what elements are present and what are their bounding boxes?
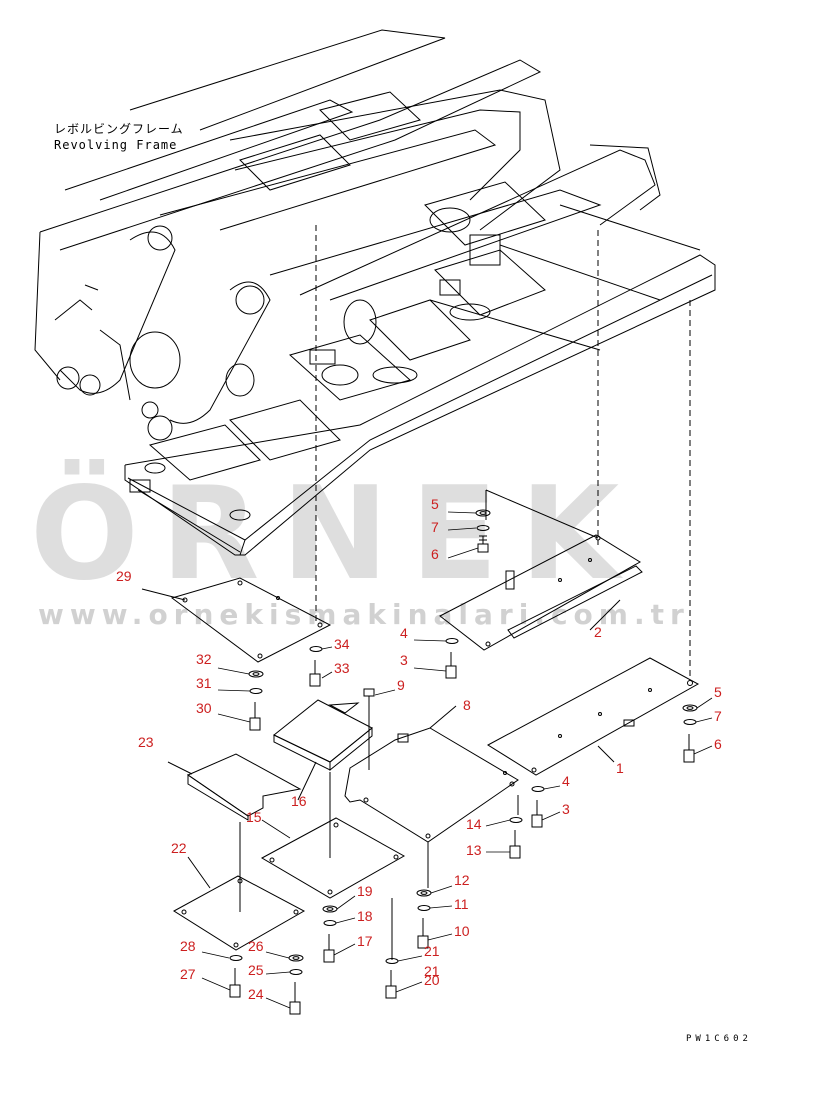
callout-29: 29 xyxy=(116,568,132,584)
callout-7: 7 xyxy=(714,708,722,724)
callout-5: 5 xyxy=(431,496,439,512)
watermark-url: www.ornekismakinalari.com.tr xyxy=(38,598,690,631)
block-16 xyxy=(273,699,373,801)
callout-2: 2 xyxy=(594,624,602,640)
callout-24: 24 xyxy=(248,986,264,1002)
guide-lines xyxy=(315,225,691,680)
callout-14: 14 xyxy=(466,816,482,832)
callout-22: 22 xyxy=(171,840,187,856)
callout-9: 9 xyxy=(397,677,405,693)
callout-12: 12 xyxy=(454,872,470,888)
callout-21: 21 xyxy=(424,963,440,979)
callout-4: 4 xyxy=(400,625,408,641)
callout-6: 6 xyxy=(431,546,439,562)
callout-33: 33 xyxy=(334,660,350,676)
frame-label-en: Revolving Frame xyxy=(54,138,178,152)
callout-20: 20 xyxy=(424,972,440,988)
callout-1: 1 xyxy=(616,760,624,776)
leader-lines xyxy=(201,511,713,1009)
callout-19: 19 xyxy=(357,883,373,899)
cover-2 xyxy=(439,489,643,651)
callout-26: 26 xyxy=(248,938,264,954)
callout-21: 21 xyxy=(424,943,440,959)
callout-28: 28 xyxy=(180,938,196,954)
cover-29 xyxy=(141,577,332,663)
callout-6: 6 xyxy=(714,736,722,752)
callout-3: 3 xyxy=(400,652,408,668)
callout-18: 18 xyxy=(357,908,373,924)
watermark-logo: ÖRNEK xyxy=(30,460,642,609)
frame-label-jp: レボルビングフレーム xyxy=(54,122,184,136)
callout-3: 3 xyxy=(562,801,570,817)
callout-16: 16 xyxy=(291,793,307,809)
cover-center xyxy=(260,772,406,899)
callout-27: 27 xyxy=(180,966,196,982)
callout-23: 23 xyxy=(138,734,154,750)
callout-25: 25 xyxy=(248,962,264,978)
callout-4: 4 xyxy=(562,773,570,789)
callout-17: 17 xyxy=(357,933,373,949)
callout-11: 11 xyxy=(454,896,469,912)
callout-32: 32 xyxy=(196,651,212,667)
callout-31: 31 xyxy=(196,675,212,691)
callout-30: 30 xyxy=(196,700,212,716)
cover-22 xyxy=(173,856,306,951)
callout-34: 34 xyxy=(334,636,350,652)
callout-7: 7 xyxy=(431,519,439,535)
cover-1 xyxy=(487,657,700,776)
cover-8 xyxy=(344,705,519,843)
block-23 xyxy=(167,753,302,912)
frame-label: レボルビングフレーム Revolving Frame xyxy=(54,121,184,153)
fasteners xyxy=(229,509,698,1015)
callout-5: 5 xyxy=(714,684,722,700)
callout-10: 10 xyxy=(454,923,470,939)
drawing-id: PW1C602 xyxy=(686,1034,752,1044)
callout-8: 8 xyxy=(463,697,471,713)
callout-15: 15 xyxy=(246,809,262,825)
revolving-frame xyxy=(34,29,716,556)
callout-13: 13 xyxy=(466,842,482,858)
